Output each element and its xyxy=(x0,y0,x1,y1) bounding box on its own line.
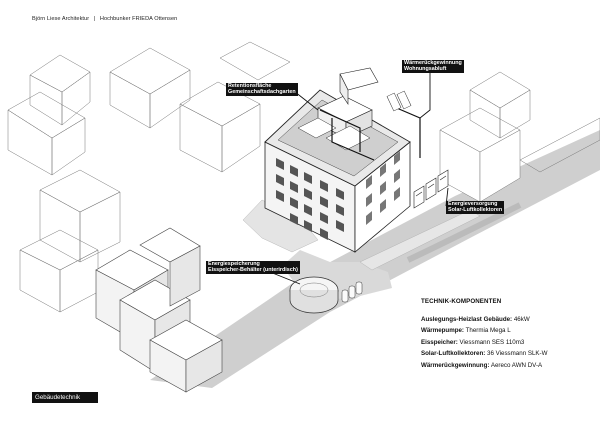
callout-energy-storage-line1: Energiespeicherung xyxy=(208,261,260,267)
solar-collectors xyxy=(413,169,449,209)
section-label: Gebäudetechnik xyxy=(32,392,98,403)
header: Björn Liese Architektur | Hochbunker FRI… xyxy=(32,16,177,22)
ice-storage-tank xyxy=(289,276,339,314)
tech-row-label: Wärmepumpe: xyxy=(421,327,464,335)
foreground-houses xyxy=(95,227,223,393)
tech-row-label: Eisspeicher: xyxy=(421,338,458,346)
callout-retention-line2: Gemeinschaftsdachgarten xyxy=(228,89,296,96)
callout-energy-supply: Energieversorgung Solar-Luftkollektoren xyxy=(446,201,505,214)
tech-row: Wärmepumpe: Thermia Mega L xyxy=(421,325,591,337)
tech-row-label: Wärmerückgewinnung: xyxy=(421,361,490,369)
callout-retention: Retentionsfläche Gemeinschaftsdachgarten xyxy=(226,83,298,96)
tech-row: Auslegungs-Heizlast Gebäude: 46kW xyxy=(421,314,591,326)
callout-heat-recovery-line2: Wohnungsabluft xyxy=(404,66,447,73)
callout-heat-recovery: Wärmerückgewinnung Wohnungsabluft xyxy=(402,60,464,73)
architect-name: Björn Liese Architektur xyxy=(32,16,90,22)
callout-retention-line1: Retentionsfläche xyxy=(228,83,272,89)
project-name: Hochbunker FRIEDA Ottensen xyxy=(99,16,178,22)
callout-energy-storage-line2: Eisspeicher-Behälter (unterirdisch) xyxy=(208,267,298,274)
tech-title: TECHNIK-KOMPONENTEN xyxy=(421,298,502,305)
tech-row: Eisspeicher: Viessmann SES 110m3 xyxy=(421,337,591,349)
tech-row-label: Auslegungs-Heizlast Gebäude: xyxy=(421,315,513,323)
main-building xyxy=(264,67,421,253)
callout-heat-recovery-line1: Wärmerückgewinnung xyxy=(404,60,462,66)
tech-row-value: Aereco AWN DV-A xyxy=(490,361,543,369)
tech-row: Wärmerückgewinnung: Aereco AWN DV-A xyxy=(421,360,591,372)
tech-row-value: Viessmann SES 110m3 xyxy=(459,338,525,346)
tech-row-value: 36 Viessmann SLK-W xyxy=(487,350,548,358)
callout-energy-supply-line2: Solar-Luftkollektoren xyxy=(448,207,503,214)
tech-row-label: Solar-Luftkollektoren: xyxy=(421,350,486,358)
storage-cylinders xyxy=(341,281,363,303)
header-separator: | xyxy=(93,16,96,22)
callout-energy-storage: Energiespeicherung Eisspeicher-Behälter … xyxy=(206,261,300,274)
tech-row: Solar-Luftkollektoren: 36 Viessmann SLK-… xyxy=(421,348,591,360)
tech-components-panel: TECHNIK-KOMPONENTEN Auslegungs-Heizlast … xyxy=(421,296,591,372)
callout-energy-supply-line1: Energieversorgung xyxy=(448,201,498,207)
surrounding-buildings xyxy=(7,41,600,313)
tech-row-value: 46kW xyxy=(513,315,530,323)
tech-row-value: Thermia Mega L xyxy=(465,327,511,335)
